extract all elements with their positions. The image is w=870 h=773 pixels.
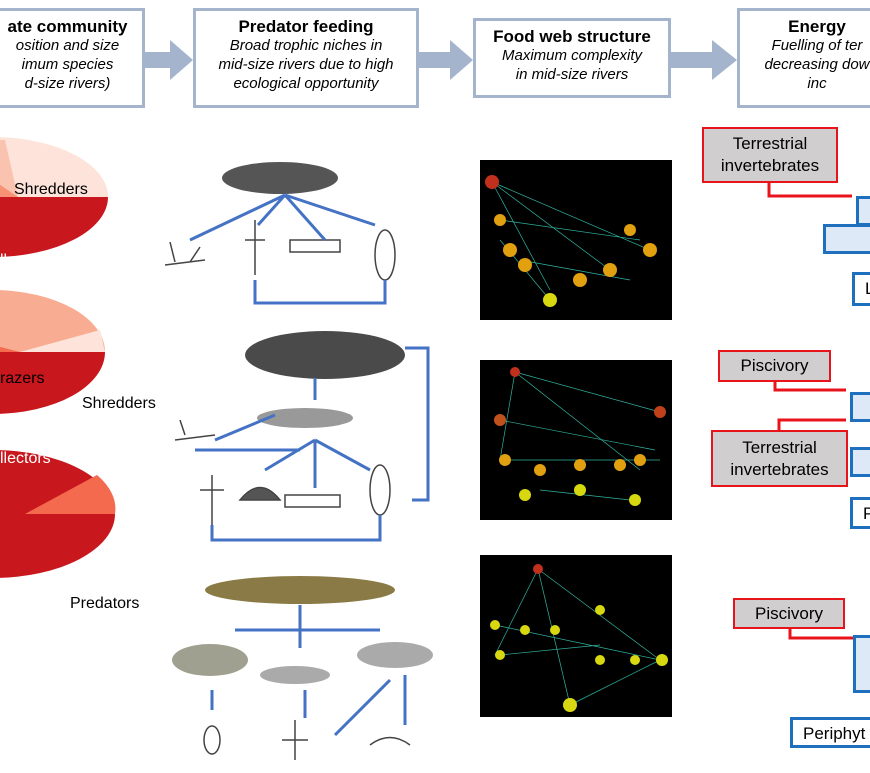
fish-icon — [357, 642, 433, 668]
energy-base-box: P — [850, 497, 870, 529]
pie-chart-3 — [0, 450, 116, 578]
energy-level-box — [853, 635, 870, 693]
header-title: Energy — [788, 17, 846, 36]
pie-label: Shredders — [82, 395, 156, 412]
energy-level-box — [823, 224, 870, 254]
header-arrows — [143, 40, 737, 80]
feeding-arrows — [189, 193, 430, 737]
pie-label: llectors — [0, 649, 51, 666]
header-title: Food web structure — [493, 27, 651, 46]
header-line: Fuelling of ter — [771, 37, 863, 54]
header-line: ecological opportunity — [233, 75, 379, 92]
header-line: mid-size rivers due to high — [218, 56, 394, 73]
pie-label: llectors — [0, 252, 51, 269]
header-line: Maximum complexity — [501, 47, 643, 64]
food-web-image-1 — [480, 160, 672, 320]
energy-base-box: Periphyt — [790, 717, 870, 748]
header-line: d-size rivers) — [24, 75, 111, 92]
pie-label: Predators — [70, 595, 140, 612]
energy-level-box — [856, 196, 870, 226]
header-line: inc — [807, 75, 827, 92]
food-web-image-2 — [480, 360, 672, 520]
fish-icon — [222, 162, 338, 194]
header-line: osition and size — [15, 37, 120, 54]
header-line: in mid-size rivers — [515, 66, 629, 83]
pike-icon — [205, 576, 395, 604]
fish-icon — [257, 408, 353, 428]
energy-level-box — [850, 447, 870, 477]
pie-label: Shredders — [14, 181, 88, 198]
fish-icon — [245, 331, 405, 379]
energy-level-box — [850, 392, 870, 422]
energy-source-terrestrial-invertebrates: Terrestrial invertebrates — [702, 127, 838, 183]
header-line: decreasing dow — [764, 56, 870, 73]
pie-chart-2 — [0, 290, 105, 414]
energy-arrows — [767, 183, 862, 640]
pie-chart-1 — [0, 137, 108, 257]
header-title: ate community — [7, 17, 128, 36]
header-title: Predator feeding — [238, 17, 374, 36]
pie-label: razers — [0, 370, 45, 387]
header-line: Broad trophic niches in — [229, 37, 383, 54]
pie-label: llectors — [0, 450, 51, 467]
food-web-image-3 — [480, 555, 672, 717]
energy-source-piscivory: Piscivory — [718, 350, 831, 382]
fish-icon — [260, 666, 330, 684]
fish-icon — [172, 644, 248, 676]
energy-source-terrestrial-invertebrates: Terrestrial invertebrates — [711, 430, 848, 487]
energy-source-piscivory: Piscivory — [733, 598, 845, 629]
energy-base-box: L — [852, 272, 870, 306]
header-line: imum species — [21, 56, 114, 73]
